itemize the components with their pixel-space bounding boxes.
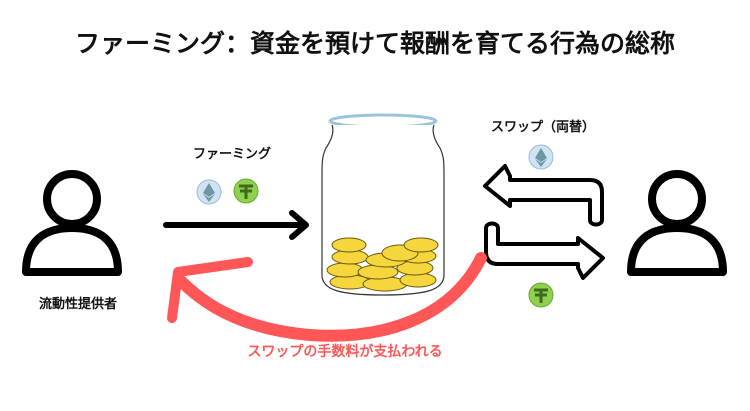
fee-arrow	[167, 252, 487, 342]
swap-eth-icon	[528, 144, 554, 170]
right-person-icon	[627, 170, 727, 276]
deposit-arrow	[163, 210, 309, 240]
jar-icon	[321, 113, 445, 296]
coin-pile	[326, 237, 439, 292]
swap-arrows-icon	[483, 164, 605, 280]
liquidity-provider-label: 流動性提供者	[38, 297, 118, 312]
eth-icon	[196, 179, 222, 205]
farming-label: ファーミング	[192, 147, 272, 162]
swap-tether-icon	[528, 282, 554, 308]
left-person-icon	[22, 170, 122, 276]
tether-icon	[233, 178, 259, 204]
diagram-title: ファーミング：資金を預けて報酬を育てる行為の総称	[74, 29, 676, 58]
fee-label: スワップの手数料が支払われる	[247, 344, 443, 360]
swap-label: スワップ（両替）	[490, 120, 596, 135]
